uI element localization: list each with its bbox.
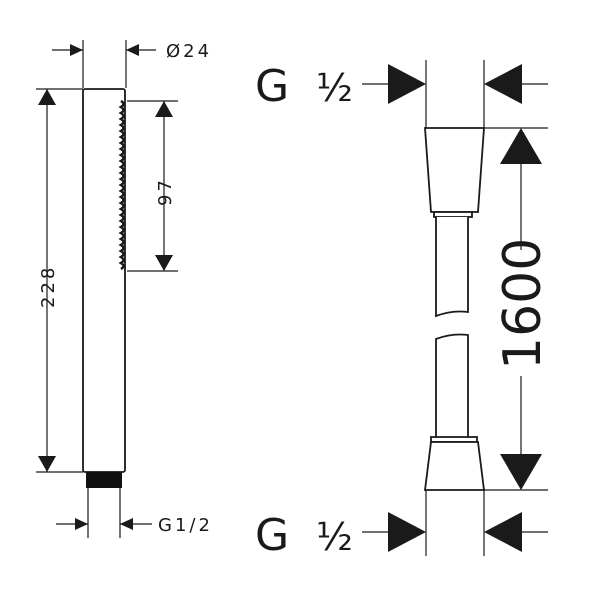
hose-top-nut bbox=[424, 127, 485, 213]
diameter-label: Ø24 bbox=[166, 41, 212, 62]
handshower-body bbox=[82, 88, 126, 473]
hose-top-thread-fraction: ½ bbox=[316, 66, 353, 110]
hose-bottom-thread-dimension: G ½ bbox=[255, 510, 548, 561]
hose-top-thread-g: G bbox=[255, 61, 289, 112]
spray-length-dimension: 97 bbox=[127, 100, 178, 272]
hose-length-dimension: 1600 bbox=[484, 127, 553, 491]
hose-top-collar bbox=[433, 211, 473, 218]
hose-top-thread-dimension: G ½ bbox=[255, 61, 548, 112]
diameter-dimension: Ø24 bbox=[52, 40, 212, 88]
thread-label: G1/2 bbox=[158, 515, 213, 536]
length-dimension: 228 bbox=[36, 88, 83, 473]
spray-nozzles bbox=[118, 99, 125, 271]
hose-bottom-thread-g: G bbox=[255, 510, 289, 561]
hose-bottom-thread-fraction: ½ bbox=[316, 515, 353, 559]
hose-drawing: G ½ G ½ 1600 bbox=[255, 60, 553, 561]
handshower-thread-connector bbox=[86, 472, 122, 488]
length-label: 228 bbox=[38, 265, 59, 308]
handshower-drawing: Ø24 228 97 bbox=[36, 40, 213, 538]
thread-dimension: G1/2 bbox=[56, 488, 213, 538]
hose-length-label: 1600 bbox=[493, 238, 553, 370]
hose-lower-segment bbox=[435, 333, 469, 437]
hose-upper-segment bbox=[435, 217, 469, 318]
spray-length-label: 97 bbox=[155, 177, 176, 206]
hose-bottom-nut bbox=[423, 441, 486, 491]
